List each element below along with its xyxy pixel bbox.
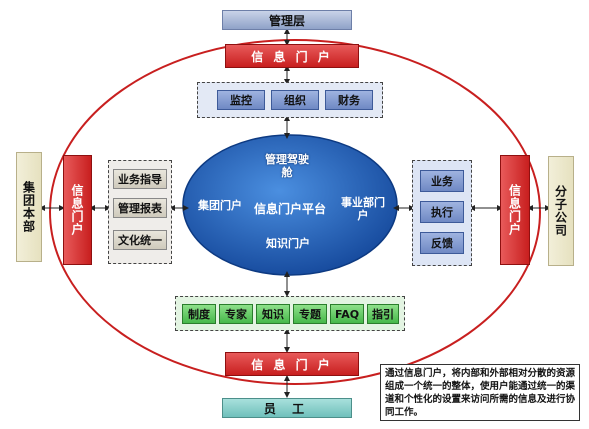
bottom-item-guide: 指引: [367, 304, 399, 324]
bottom-item-faq: FAQ: [330, 304, 364, 324]
left-item-culture: 文化统一: [113, 230, 167, 250]
bottom-item-policy: 制度: [182, 304, 216, 324]
group-hq-box: 集团本部: [16, 152, 42, 262]
left-item-reports: 管理报表: [113, 198, 167, 218]
right-item-business: 业务: [420, 170, 464, 192]
bottom-item-knowledge: 知识: [256, 304, 290, 324]
management-box: 管理层: [222, 10, 352, 30]
top-item-org: 组织: [271, 90, 319, 110]
portal-right-box: 信息门户: [500, 155, 530, 265]
left-item-guidance: 业务指导: [113, 169, 167, 189]
top-item-monitor: 监控: [217, 90, 265, 110]
platform-label-cockpit: 管理驾驶舱: [265, 153, 309, 179]
bottom-item-topic: 专题: [293, 304, 327, 324]
portal-bottom-box: 信 息 门 户: [225, 352, 359, 376]
subsidiary-box: 分子公司: [548, 156, 574, 266]
platform-label-group: 集团门户: [198, 198, 242, 212]
bottom-item-expert: 专家: [219, 304, 253, 324]
caption-box: 通过信息门户，将内部和外部相对分散的资源组成一个统一的整体，使用户能通过统一的渠…: [380, 364, 580, 421]
right-item-feedback: 反馈: [420, 232, 464, 254]
platform-label-center: 信息门户平台: [253, 201, 326, 216]
portal-top-box: 信 息 门 户: [225, 44, 359, 68]
top-item-finance: 财务: [325, 90, 373, 110]
outer-red-ring: [49, 39, 541, 385]
staff-box: 员 工: [222, 398, 352, 418]
platform-label-knowledge: 知识门户: [266, 237, 310, 250]
right-item-execute: 执行: [420, 201, 464, 223]
portal-left-box: 信息门户: [63, 155, 92, 265]
platform-label-division: 事业部门户: [341, 196, 385, 222]
